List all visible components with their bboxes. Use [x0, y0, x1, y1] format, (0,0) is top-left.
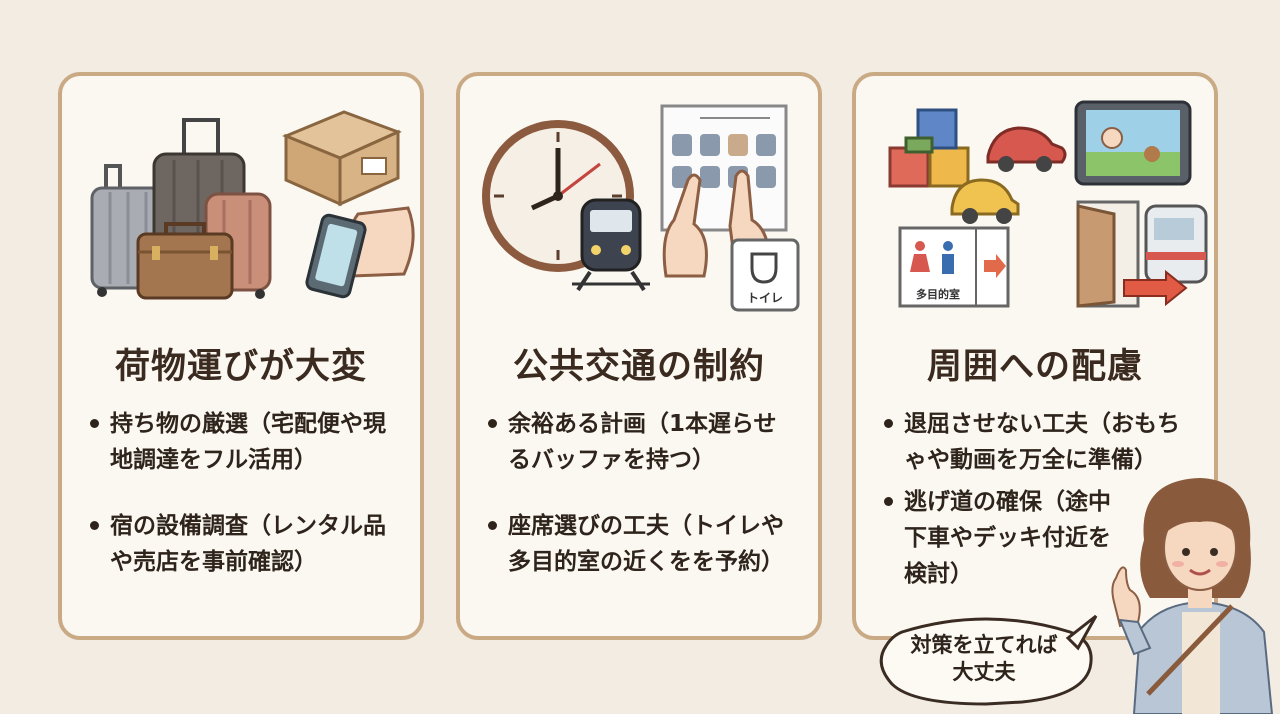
yellow-car-icon — [950, 178, 1020, 224]
train-car-icon — [1144, 204, 1208, 284]
card-title: 周囲への配慮 — [926, 347, 1143, 387]
list-item: 宿の設備調査（レンタル品や売店を事前確認） — [88, 508, 398, 580]
toilet-sign-icon: トイレ — [730, 238, 800, 312]
tablet-video-icon — [1074, 100, 1192, 186]
speech-bubble-line: 対策を立てれば — [910, 633, 1058, 657]
toy-car-icon — [986, 126, 1067, 172]
woman-guide-icon — [1111, 478, 1274, 714]
multipurpose-room-label: 多目的室 — [916, 287, 960, 301]
list-item: 座席選びの工夫（トイレや多目的室の近くをを予約） — [486, 508, 796, 580]
consideration-illustration: 多目的室 — [888, 100, 1208, 308]
card-title: 荷物運びが大変 — [114, 347, 367, 387]
speech-bubble-text: 対策を立てれば 大丈夫 — [884, 632, 1084, 686]
transport-card: トイレ 公共交通の制約 余裕ある計画（1本遅らせるバッファを持つ） 座席選びの工… — [456, 72, 822, 640]
luggage-card: 荷物運びが大変 持ち物の厳選（宅配便や現地調達をフル活用） 宿の設備調査（レンタ… — [58, 72, 424, 640]
bullet-list: 持ち物の厳選（宅配便や現地調達をフル活用） 宿の設備調査（レンタル品や売店を事前… — [88, 406, 398, 610]
speech-bubble — [879, 614, 1098, 706]
multipurpose-room-sign-icon: 多目的室 — [898, 226, 1010, 308]
list-item: 持ち物の厳選（宅配便や現地調達をフル活用） — [88, 406, 398, 478]
arrow-right-icon — [1123, 269, 1188, 307]
luggage-illustration — [90, 110, 415, 300]
travel-bag-icon — [136, 222, 234, 300]
transport-illustration: トイレ — [482, 104, 800, 312]
list-item: 逃げ道の確保（途中下車やデッキ付近を検討） — [882, 484, 1124, 592]
card-title: 公共交通の制約 — [512, 347, 765, 387]
smartphone-icon — [305, 206, 415, 299]
train-icon — [572, 198, 650, 292]
toilet-sign-label: トイレ — [747, 291, 783, 305]
door-icon — [1076, 200, 1140, 308]
list-item: 余裕ある計画（1本遅らせるバッファを持つ） — [486, 406, 796, 478]
speech-bubble-line: 大丈夫 — [952, 660, 1016, 684]
list-item: 退屈させない工夫（おもちゃや動画を万全に準備） — [882, 406, 1192, 478]
bullet-list: 余裕ある計画（1本遅らせるバッファを持つ） 座席選びの工夫（トイレや多目的室の近… — [486, 406, 796, 610]
bullet-list: 退屈させない工夫（おもちゃや動画を万全に準備） 逃げ道の確保（途中下車やデッキ付… — [882, 406, 1192, 598]
toy-blocks-icon — [888, 108, 970, 188]
cardboard-box-icon — [282, 110, 402, 207]
